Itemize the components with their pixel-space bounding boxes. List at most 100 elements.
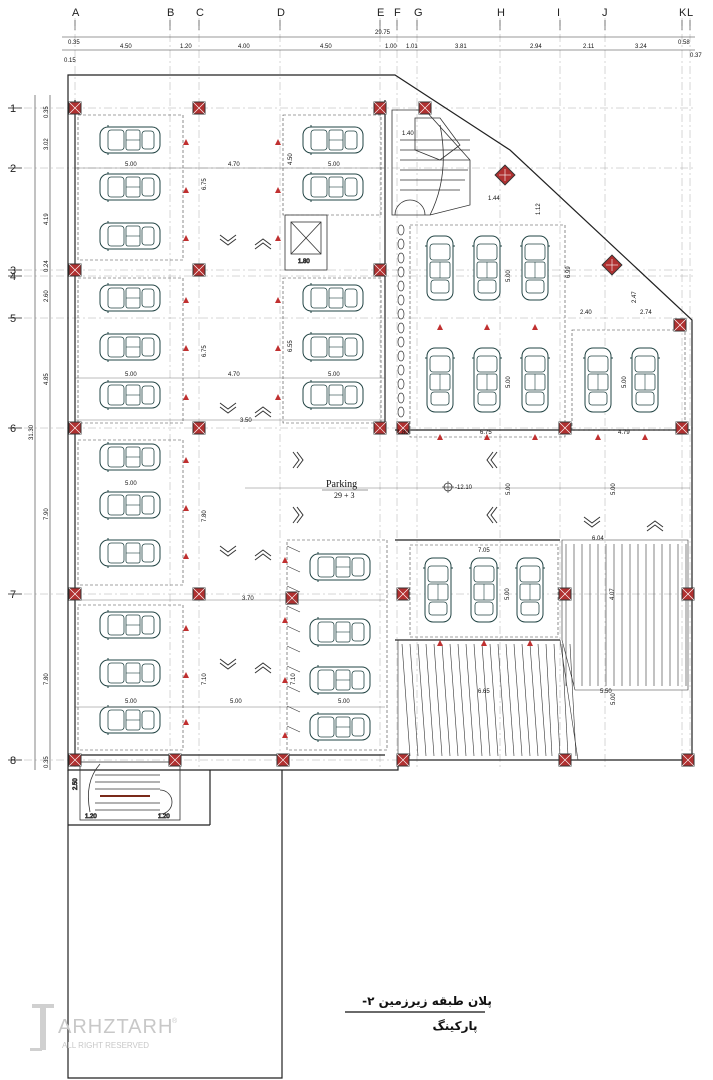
car-icon [629,347,661,413]
car-icon [99,220,161,252]
ramp-hatch-line [286,665,301,673]
car-icon [99,704,161,736]
dim-int-ak: 5.50 [600,689,612,695]
car-icon [309,711,371,743]
stall-marker-icon [183,625,189,631]
ramp-hatch-line [286,685,301,693]
dim-top-6: 3.81 [455,44,467,50]
dim-stair-w1: 1.20 [85,814,97,820]
car-icon [468,557,500,623]
traffic-arrow-icon [219,658,237,670]
ramp-hatch-line [409,643,419,757]
ramp-hatch-line [497,643,507,757]
dim-int-af: 7.05 [478,548,490,554]
column-icon [681,587,695,601]
traffic-arrow-icon [219,545,237,557]
stall-marker-icon [532,434,538,440]
dim-top-right-b: 0.37 [690,53,702,59]
grid-label-row-5: 5 [10,313,16,325]
car-icon [424,235,456,301]
grid-label-col-j: J [602,7,608,19]
car-icon [302,171,364,203]
dim-int-ab: 5.00 [506,376,512,388]
column-icon [192,101,206,115]
bollard-icon [397,364,405,376]
bollard-icon [397,308,405,320]
column-icon [418,101,432,115]
ramp-hatch-line [481,643,491,757]
dim-int-n: 7.80 [202,510,208,522]
dim-int-ag: 5.00 [506,483,512,495]
watermark-brand: ARHZTARH [58,1016,173,1038]
left-dimensions: 31.30 0.35 3.02 4.19 0.24 2.60 4.85 7.90… [29,95,51,770]
dim-int-j: 6.55 [288,340,294,352]
grid-label-col-f: F [394,7,401,19]
ramp-hatch-line [433,643,443,757]
grid-label-row-1: 1 [10,103,16,115]
dim-int-ar: 5.00 [611,483,617,495]
car-icon [302,379,364,411]
dim-int-ac: 4.79 [618,430,630,436]
stall-marker-icon [183,139,189,145]
dim-int-q: 7.10 [202,673,208,685]
grid-label-col-b: B [167,7,174,19]
dim-int-s: 1.40 [402,131,414,137]
dim-top-9: 3.24 [635,44,647,50]
ramp-hatch-line [441,643,451,757]
car-icon [99,609,161,641]
bollard-icon [397,238,405,250]
stall-marker-icon [642,434,648,440]
dim-int-w: 6.99 [566,266,572,278]
bollard-icon [397,294,405,306]
stall-markers [183,139,648,738]
car-icon [302,331,364,363]
dim-top-right: 0.58 [678,40,690,46]
ramp-hatch-line [465,643,475,757]
watermark-logo-icon [30,1004,54,1051]
traffic-arrow-icon [486,451,498,469]
bollard-icon [397,266,405,278]
grid-label-col-d: D [277,7,285,19]
car-icon [514,557,546,623]
stall-marker-icon [183,345,189,351]
car-icon [422,557,454,623]
dim-int-y: 2.74 [640,310,652,316]
watermark-reg: ® [172,1017,178,1025]
ramp-hatch-line [286,605,301,613]
column-icon [558,587,572,601]
stall-marker-icon [437,324,443,330]
column-icon [276,753,290,767]
bollard-icon [397,322,405,334]
ramps [286,539,689,761]
dim-int-d: 5.00 [328,162,340,168]
column-icon [675,421,689,435]
dim-stair-w2: 1.20 [158,814,170,820]
watermark: ARHZTARH ® ALL RIGHT RESERVED [30,1004,178,1051]
bollard-icon [397,224,405,236]
dim-top-0: 4.50 [120,44,132,50]
stair-core-bottom: 2.50 1.20 1.20 [73,761,181,821]
dim-int-x: 2.40 [580,310,592,316]
dim-int-t: 1.44 [488,196,500,202]
car-icon [99,171,161,203]
dim-int-b: 4.70 [228,162,240,168]
dim-top-left: 0.35 [68,40,80,46]
dim-int-ak2: 5.00 [611,693,617,705]
dim-top-5: 1.01 [406,44,418,50]
dim-elevator: 1.80 [298,259,310,265]
stall-outlines [77,114,686,751]
ramp-hatch-line [545,643,553,757]
dim-int-al: 5.00 [505,588,511,600]
column-icon [68,421,82,435]
traffic-arrow-icon [219,234,237,246]
dim-int-r: 5.00 [230,699,242,705]
title-block: پلان طبقه زیرزمین ۲- پارکینگ [345,994,492,1033]
car-icon [99,282,161,314]
grid-label-col-c: C [196,7,204,19]
bollards [397,224,405,418]
dim-top-3: 4.50 [320,44,332,50]
ramp-hatch-line [513,643,523,757]
dim-stair-h: 2.50 [73,778,79,790]
bollard-icon [397,406,405,418]
traffic-arrow-icon [292,451,304,469]
